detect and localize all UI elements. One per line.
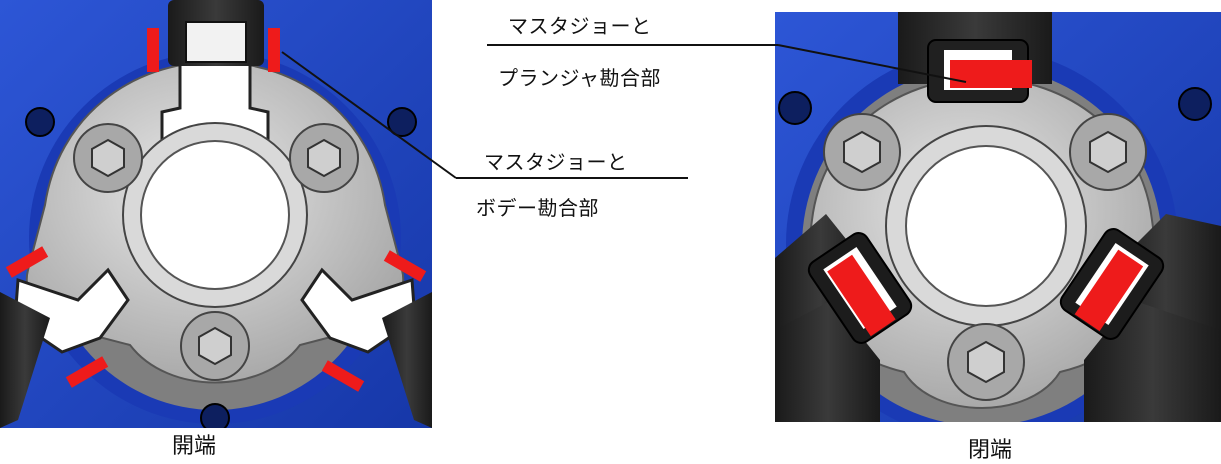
body-callout-label-line1: マスタジョーと <box>484 150 628 174</box>
body-callout-label-line2: ボデー勘合部 <box>476 196 599 220</box>
left-chuck-image <box>0 0 432 428</box>
left-caption: 開端 <box>172 434 217 459</box>
plunger-callout-leader <box>777 44 967 83</box>
right-caption: 閉端 <box>968 438 1013 463</box>
left-red-markers <box>5 28 427 392</box>
callout-lines <box>281 44 967 179</box>
left-lower-left-jaw <box>0 292 50 428</box>
plunger-callout-label-line2: プランジャ勘合部 <box>498 66 661 90</box>
left-lower-right-jaw <box>382 292 432 428</box>
body-callout-leader <box>281 51 457 179</box>
right-top-jaw <box>898 12 1052 103</box>
plunger-callout-label-line1: マスタジョーと <box>508 14 652 38</box>
right-lower-left-jaw <box>775 214 913 422</box>
right-chuck-image <box>775 12 1221 422</box>
right-screws <box>823 113 1147 401</box>
right-lower-right-jaw <box>1059 214 1221 422</box>
left-screws <box>73 123 359 381</box>
